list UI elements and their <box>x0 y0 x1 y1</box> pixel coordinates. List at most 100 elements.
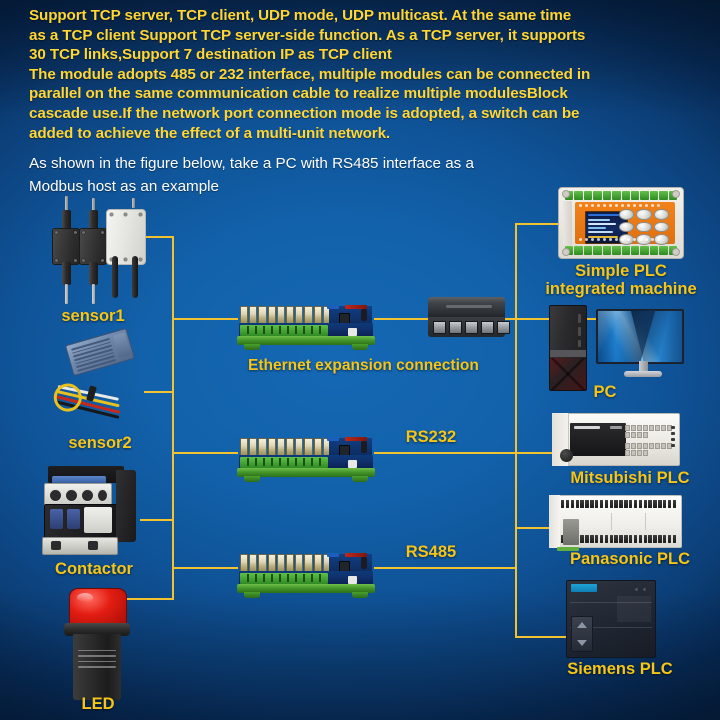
wire-left-trunk <box>172 236 174 600</box>
panasonic-terminal-row-top <box>561 500 677 508</box>
simple-plc-side-label <box>563 201 572 245</box>
intro-yellow-line-7: added to achieve the effect of a multi-u… <box>29 124 391 142</box>
mitsubishi-led-column <box>671 426 675 452</box>
label-led: LED <box>81 695 115 713</box>
contactor-terminal-hole-3 <box>81 489 94 502</box>
mitsubishi-selector-knob[interactable] <box>560 449 573 462</box>
sensor1-cable-a <box>112 256 118 298</box>
intro-white-paragraph: As shown in the figure below, take a PC … <box>29 152 697 198</box>
wire-trunk-to-module-top <box>172 318 238 320</box>
simple-plc-key[interactable] <box>636 209 652 220</box>
wire-trunk-to-module-bottom <box>172 567 238 569</box>
sensor1-probe-tip-a <box>65 284 68 304</box>
simple-plc-indicator-row-bottom <box>579 238 671 242</box>
sensor1-enclosure-b <box>79 228 107 265</box>
switch-port <box>449 321 462 334</box>
sensor1-probe-shaft-a <box>62 210 71 240</box>
intro-yellow-paragraph: Support TCP server, TCP client, UDP mode… <box>29 6 697 143</box>
module-terminal-strip <box>240 457 329 468</box>
switch-port <box>465 321 478 334</box>
sensor1-probe-lower-b <box>89 262 98 285</box>
module-din-rail <box>237 584 375 598</box>
siemens-status-led <box>635 588 638 591</box>
sensor2-housing <box>64 327 136 377</box>
simple-plc-key[interactable] <box>619 221 635 233</box>
device-mitsubishi-plc <box>552 413 680 466</box>
wire-led-stub <box>115 598 174 600</box>
switch-port <box>433 321 446 334</box>
wire-right-trunk <box>515 223 517 636</box>
siemens-access-door[interactable] <box>571 616 593 652</box>
pc-monitor-wallpaper <box>598 311 682 362</box>
label-simple-plc-line2: integrated machine <box>545 280 697 298</box>
mitsubishi-display-panel <box>570 423 626 456</box>
wire-branch-panasonic <box>515 527 578 529</box>
simple-plc-keypad[interactable] <box>619 209 669 245</box>
mitsubishi-model-mark <box>610 426 622 429</box>
label-contactor: Contactor <box>55 560 133 578</box>
simple-plc-key[interactable] <box>653 221 669 233</box>
simple-plc-key[interactable] <box>653 209 669 220</box>
simple-plc-key[interactable] <box>619 209 635 220</box>
simple-plc-indicator-row-top <box>579 204 671 208</box>
module-white-connector <box>348 328 358 336</box>
simple-plc-key[interactable] <box>653 234 669 245</box>
module-blue-connector <box>326 305 340 309</box>
module-capacitor <box>360 557 367 569</box>
module-red-connector <box>344 553 367 557</box>
module-capacitor <box>360 441 367 453</box>
module-blue-connector <box>326 437 340 441</box>
module-white-connector <box>348 576 358 584</box>
device-simple-plc <box>558 187 684 259</box>
label-rs232: RS232 <box>405 428 457 446</box>
pc-tower <box>549 305 587 391</box>
intro-white-line-1: As shown in the figure below, take a PC … <box>29 155 474 173</box>
intro-white-line-2: Modbus host as an example <box>29 178 219 196</box>
simple-plc-key[interactable] <box>636 221 652 233</box>
pc-tower-slot <box>578 340 581 347</box>
switch-port-row <box>433 321 510 334</box>
pc-tower-lower-panel <box>550 358 586 390</box>
sensor2-cap <box>113 332 131 358</box>
sensor2-grill <box>71 337 117 372</box>
intro-yellow-line-4: The module adopts 485 or 232 interface, … <box>29 65 591 83</box>
module-capacitor <box>360 309 367 321</box>
contactor-base-hole-2 <box>88 541 98 550</box>
label-mitsubishi-plc: Mitsubishi PLC <box>570 469 690 487</box>
wire-contactor-stub <box>140 519 174 521</box>
switch-brand-marking <box>446 305 492 308</box>
label-pc: PC <box>593 383 617 401</box>
device-contactor <box>38 466 140 560</box>
contactor-terminal-hole-4 <box>97 489 108 502</box>
module-relay-bank <box>240 438 332 458</box>
module-rs232 <box>237 424 375 482</box>
intro-yellow-line-2: as a TCP client Support TCP server-side … <box>29 26 586 44</box>
module-white-connector <box>348 460 358 468</box>
label-sensor1: sensor1 <box>61 307 125 325</box>
contactor-coil-window-1 <box>50 509 63 529</box>
siemens-status-led <box>643 588 646 591</box>
siemens-up-arrow-icon <box>577 622 587 628</box>
led-printed-text <box>78 650 116 674</box>
siemens-seam <box>570 627 652 628</box>
module-ethernet-expansion <box>237 292 375 350</box>
module-red-connector <box>344 305 367 309</box>
panasonic-din-clip <box>557 547 579 551</box>
led-collar <box>64 623 130 636</box>
module-rs485 <box>237 540 375 598</box>
switch-port <box>481 321 494 334</box>
wire-branch-mitsubishi <box>515 452 578 454</box>
pc-monitor <box>596 309 684 364</box>
sensor1-probe-shaft-b <box>89 210 98 240</box>
contactor-base-hole-1 <box>51 541 61 550</box>
simple-plc-faceplate <box>575 202 675 245</box>
sensor1-probe-lower-a <box>62 262 71 285</box>
siemens-down-arrow-icon <box>577 640 587 646</box>
contactor-base <box>42 537 118 555</box>
intro-yellow-line-5: parallel on the same communication cable… <box>29 85 568 103</box>
simple-plc-mount-hole <box>672 248 680 256</box>
pc-tower-slot <box>578 314 581 323</box>
sensor1-antenna-b <box>92 198 95 211</box>
module-blue-connector <box>326 553 340 557</box>
wire-rs485 <box>374 567 516 569</box>
